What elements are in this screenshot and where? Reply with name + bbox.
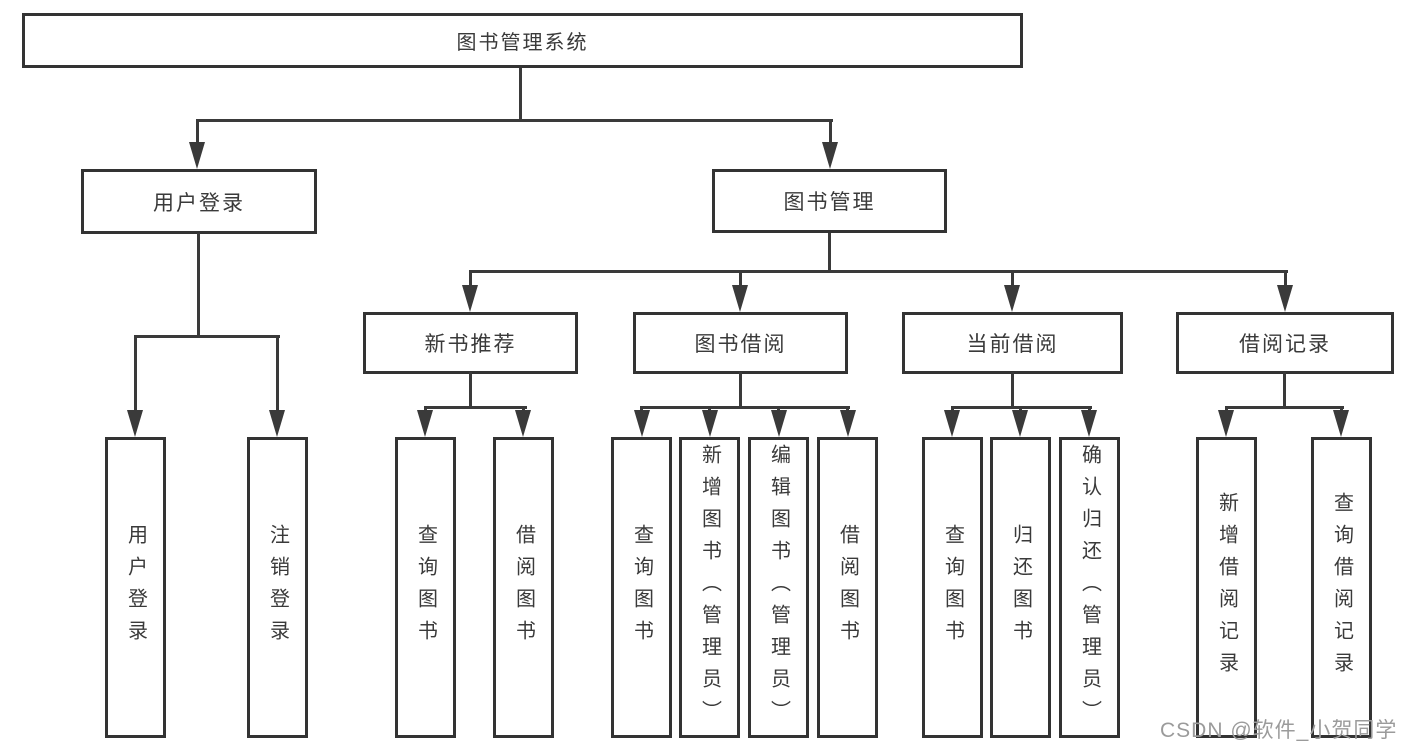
connector-group-trunk xyxy=(469,372,472,408)
arrow-down-icon xyxy=(1012,410,1028,437)
arrow-down-icon xyxy=(1004,285,1020,312)
connector-leaf-stub xyxy=(276,335,279,412)
leaf-br-query-record: 查询借阅记录 xyxy=(1311,437,1372,738)
leaf-nr-borrow-books: 借阅图书 xyxy=(493,437,554,738)
leaf-bb-borrow-books: 借阅图书 xyxy=(817,437,878,738)
connector-user-login-stub xyxy=(196,119,199,143)
arrow-down-icon xyxy=(462,285,478,312)
connector-root-trunk xyxy=(519,68,522,122)
leaf-user-login: 用户登录 xyxy=(105,437,166,738)
connector-level3-stub xyxy=(1011,270,1014,288)
node-borrowing-records: 借阅记录 xyxy=(1176,312,1394,374)
connector-user-login-branch xyxy=(134,335,280,338)
arrow-down-icon xyxy=(1277,285,1293,312)
arrow-down-icon xyxy=(515,410,531,437)
arrow-down-icon xyxy=(944,410,960,437)
leaf-cb-query-books: 查询图书 xyxy=(922,437,983,738)
connector-group-branch xyxy=(424,406,527,409)
leaf-nr-query-books: 查询图书 xyxy=(395,437,456,738)
arrow-down-icon xyxy=(1333,410,1349,437)
leaf-cb-return-books: 归还图书 xyxy=(990,437,1051,738)
arrow-down-icon xyxy=(417,410,433,437)
arrow-down-icon xyxy=(634,410,650,437)
arrow-down-icon xyxy=(269,410,285,437)
connector-group-branch xyxy=(640,406,850,409)
connector-user-login-trunk xyxy=(197,233,200,337)
arrow-down-icon xyxy=(702,410,718,437)
leaf-bb-query-books: 查询图书 xyxy=(611,437,672,738)
leaf-br-add-record: 新增借阅记录 xyxy=(1196,437,1257,738)
connector-book-mgmt-stub xyxy=(829,119,832,143)
connector-level3-stub xyxy=(469,270,472,288)
arrow-down-icon xyxy=(840,410,856,437)
connector-group-trunk xyxy=(739,372,742,408)
node-library-management-system: 图书管理系统 xyxy=(22,13,1023,68)
watermark: CSDN @软件_小贺同学 xyxy=(1160,719,1398,742)
node-user-login: 用户登录 xyxy=(81,169,317,234)
node-book-borrowing: 图书借阅 xyxy=(633,312,848,374)
arrow-down-icon xyxy=(1081,410,1097,437)
connector-level3-stub xyxy=(739,270,742,288)
connector-group-branch xyxy=(1225,406,1344,409)
node-current-borrowing: 当前借阅 xyxy=(902,312,1123,374)
connector-level3-branch xyxy=(469,270,1288,273)
arrow-down-icon xyxy=(189,142,205,169)
leaf-cb-confirm-return-admin: 确认归还（管理员） xyxy=(1059,437,1120,738)
connector-level2-branch xyxy=(196,119,833,122)
connector-group-trunk xyxy=(1283,372,1286,408)
connector-level3-stub xyxy=(1284,270,1287,288)
leaf-bb-edit-books-admin: 编辑图书（管理员） xyxy=(748,437,809,738)
connector-leaf-stub xyxy=(134,335,137,412)
arrow-down-icon xyxy=(732,285,748,312)
connector-book-mgmt-trunk xyxy=(828,233,831,273)
connector-group-trunk xyxy=(1011,372,1014,408)
leaf-bb-add-books-admin: 新增图书（管理员） xyxy=(679,437,740,738)
arrow-down-icon xyxy=(127,410,143,437)
arrow-down-icon xyxy=(1218,410,1234,437)
leaf-logout: 注销登录 xyxy=(247,437,308,738)
arrow-down-icon xyxy=(771,410,787,437)
node-new-book-recommend: 新书推荐 xyxy=(363,312,578,374)
arrow-down-icon xyxy=(822,142,838,169)
node-book-management: 图书管理 xyxy=(712,169,947,233)
